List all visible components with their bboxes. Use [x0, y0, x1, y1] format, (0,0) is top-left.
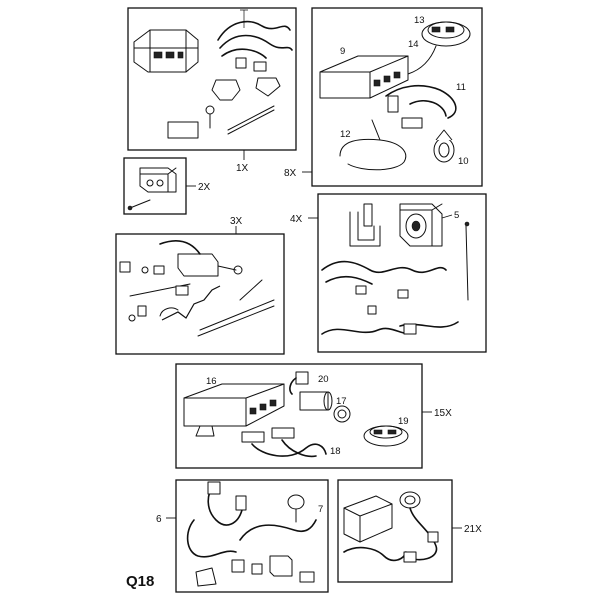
group-21x-qty: 21X	[464, 524, 482, 535]
group-3x-qty: 3X	[230, 216, 243, 227]
group-8x-qty: 8X	[284, 168, 297, 179]
part-number-5: 5	[454, 210, 459, 221]
relay-and-plugs-drawing	[195, 555, 315, 587]
group-6-qty: 6	[156, 514, 162, 525]
group-1x-qty: 1X	[236, 163, 249, 174]
page-code: Q18	[126, 573, 154, 590]
siren-wiring-drawing	[321, 221, 470, 335]
group-6[interactable]: 7 6	[156, 479, 329, 593]
wiring-harness-drawing	[217, 9, 293, 72]
group-2x[interactable]: 2X	[123, 157, 211, 215]
part-number-10: 10	[458, 156, 469, 167]
part-number-13: 13	[414, 15, 425, 26]
part-number-16: 16	[206, 376, 217, 387]
ultrasonic-transducer-drawing	[299, 391, 351, 423]
harness-plugs-drawing	[241, 427, 327, 458]
door-lock-actuator-drawing	[119, 240, 243, 277]
part-number-19: 19	[398, 416, 409, 427]
actuator-rods-drawing	[128, 279, 275, 337]
part-number-12: 12	[340, 129, 351, 140]
group-4x-qty: 4X	[290, 214, 303, 225]
sensor-cable-drawing	[339, 119, 407, 171]
control-module-drawing	[319, 55, 409, 99]
part-number-20: 20	[318, 374, 329, 385]
siren-kit-drawing	[343, 491, 439, 563]
part-number-7: 7	[318, 504, 323, 515]
group-1x[interactable]: 1X	[127, 7, 297, 174]
ecu-module-drawing	[183, 383, 285, 437]
sensor-housing-drawing	[363, 425, 409, 447]
group-15x[interactable]: 16 20 17 19 18 15X	[175, 363, 452, 469]
interior-harness-drawing	[186, 481, 317, 558]
group-2x-qty: 2X	[198, 182, 211, 193]
alarm-control-unit-drawing	[133, 29, 199, 73]
group-3x[interactable]: 3X	[115, 216, 285, 355]
sensor-module-drawing	[127, 167, 177, 211]
group-8x[interactable]: 9 13 14 11 12 10 8X	[284, 7, 483, 187]
group-15x-qty: 15X	[434, 408, 452, 419]
sensor-grommet-drawing	[433, 129, 455, 163]
part-number-11: 11	[456, 82, 466, 93]
sensor-harness-drawing	[385, 84, 457, 129]
part-number-18: 18	[330, 446, 341, 457]
part-number-9: 9	[340, 46, 345, 57]
group-21x[interactable]: 21X	[337, 479, 482, 583]
siren-drawing	[399, 203, 443, 247]
mounting-hardware-drawing	[167, 77, 281, 139]
relay-connector-drawing	[289, 371, 309, 395]
part-number-14: 14	[408, 39, 419, 50]
group-4x[interactable]: 5 4X	[290, 193, 487, 353]
part-number-17: 17	[336, 396, 347, 407]
siren-bracket-drawing	[349, 203, 381, 247]
ultrasonic-sensor-drawing	[407, 21, 471, 75]
